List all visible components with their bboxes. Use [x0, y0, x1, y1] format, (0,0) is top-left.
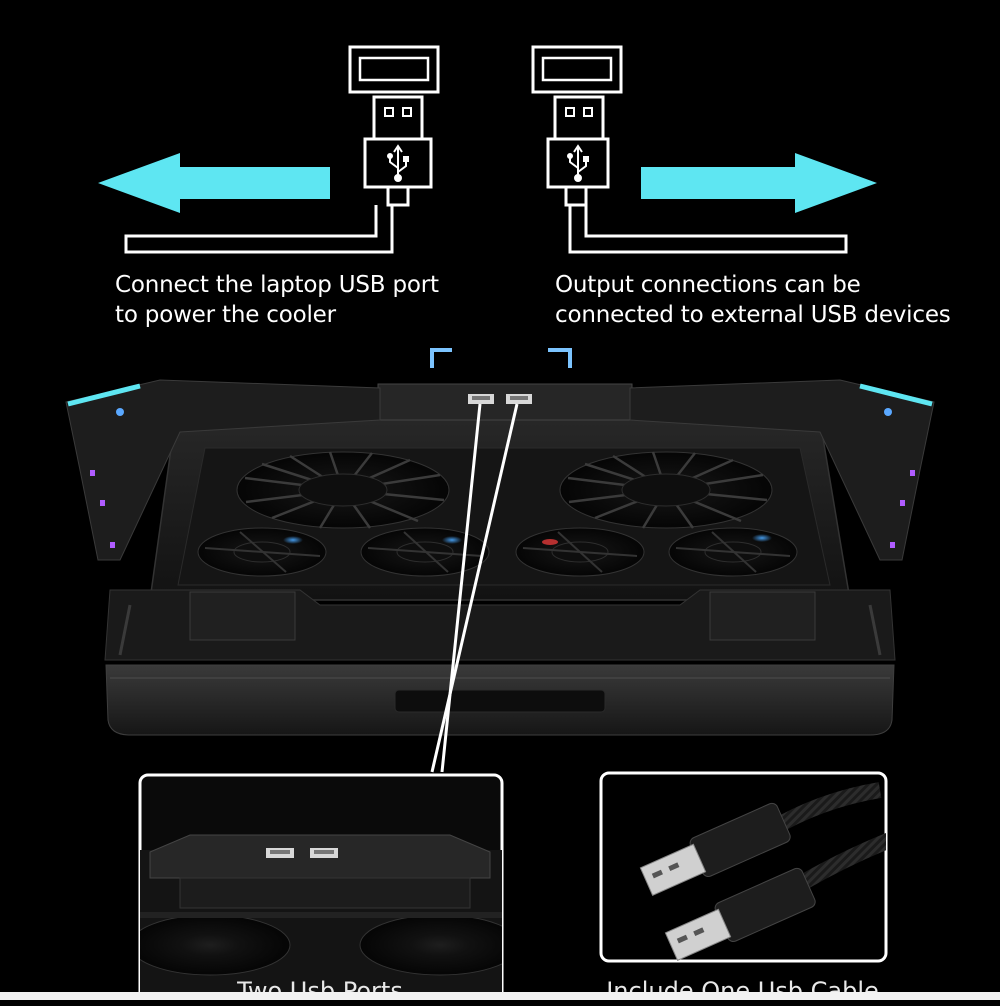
caption-left: Connect the laptop USB port to power the…	[115, 270, 439, 330]
fan-small-row	[197, 527, 798, 577]
fan-large-right	[559, 451, 773, 529]
usb-port-icon	[348, 45, 440, 94]
bottom-strip	[0, 992, 1000, 1000]
fan-large-left	[236, 451, 450, 529]
usb-plug-icon	[639, 802, 791, 896]
caption-left-line1: Connect the laptop USB port	[115, 272, 439, 298]
inset-label-cable: Include One Usb Cable	[606, 977, 879, 1005]
left-usb-connector	[124, 45, 440, 254]
inset-usb-cable	[599, 771, 888, 963]
usb-plug-icon	[664, 867, 816, 961]
arrow-right-icon	[641, 153, 877, 213]
arrow-left-icon	[98, 153, 330, 213]
inset-label-ports: Two Usb Ports	[237, 977, 403, 1005]
usb-port-icon	[531, 45, 623, 94]
usb-plug-icon	[372, 95, 424, 141]
callout-lines	[430, 403, 519, 773]
caption-right: Output connections can be connected to e…	[555, 270, 951, 330]
usb-symbol-icon	[567, 144, 589, 182]
caption-right-line2: connected to external USB devices	[555, 302, 951, 328]
right-usb-connector	[531, 45, 848, 254]
inset-two-usb-ports	[138, 773, 504, 1000]
laptop-cooler	[65, 348, 935, 736]
caption-left-line2: to power the cooler	[115, 302, 336, 328]
caption-right-line1: Output connections can be	[555, 272, 861, 298]
usb-symbol-icon	[387, 144, 409, 182]
usb-plug-icon	[553, 95, 605, 141]
